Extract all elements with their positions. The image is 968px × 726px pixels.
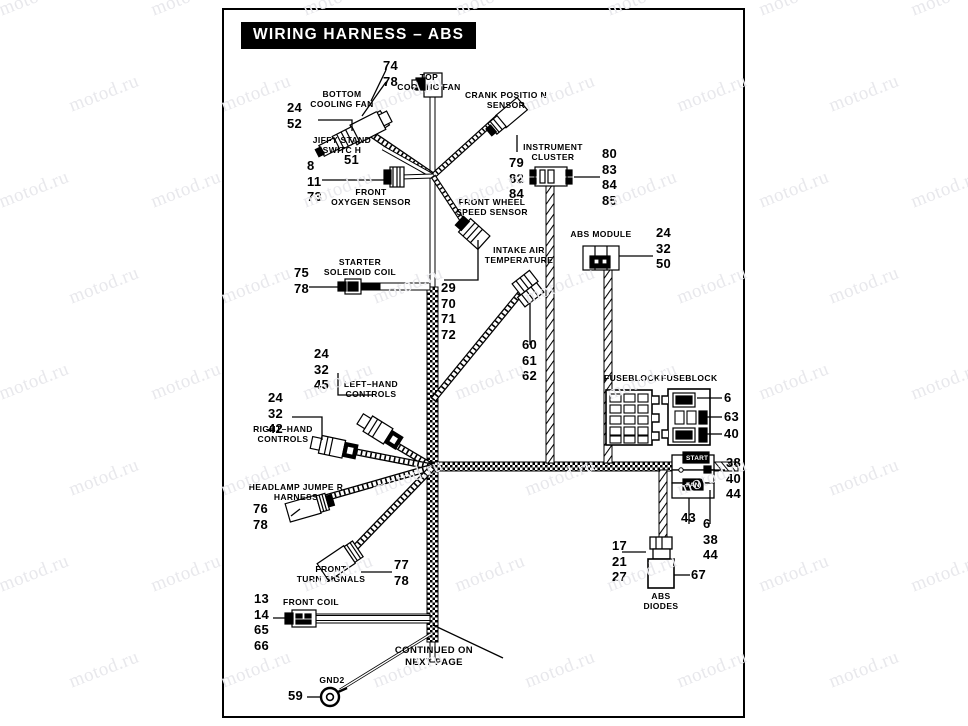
callout-crank-position-sensor: 79 82 84 [509, 155, 525, 201]
callout-abs-module: 24 32 50 [656, 225, 672, 271]
label-bottom-cooling-fan: BOTTOM COOLING FAN [310, 89, 374, 109]
callout-front-oxygen-sensor: 8 11 73 [307, 158, 323, 204]
label-fuseblock-right: FUSEBLOCK [661, 373, 718, 383]
harness-branch-ground-gnd2 [339, 632, 432, 692]
terminal-ground-gnd2 [319, 686, 348, 708]
harness-branch-crank-position-sensor [430, 115, 500, 179]
label-left-hand-controls: LEFT–HAND CONTROLS [343, 379, 399, 399]
callout-front-wheel-speed-sensor: 29 70 71 72 [441, 280, 457, 342]
callout-front-coil: 13 14 65 66 [254, 591, 270, 653]
leader-front-wheel-speed-sensor [444, 240, 479, 281]
callout-instrument-cluster: 80 83 84 85 [602, 146, 618, 208]
callout-fuseblock-bottom: 40 [724, 426, 740, 441]
label-abs-diodes: ABS DIODES [643, 591, 679, 611]
component-relay-block [671, 451, 715, 499]
leader-right-hand-controls [292, 416, 323, 440]
label-crank-position-sensor: CRANK POSITIO N SENSOR [464, 90, 548, 110]
callout-abs-diodes-right: 67 [691, 567, 707, 582]
callout-ground-gnd2: 59 [288, 688, 304, 703]
label-jiffy-stand-switch: JIFFY STAND SWITC H [312, 135, 372, 155]
callout-starter-solenoid-coil: 75 78 [294, 265, 310, 296]
callout-intake-air-temperature: 60 61 62 [522, 337, 538, 383]
label-front-oxygen-sensor: FRONT OXYGEN SENSOR [331, 187, 411, 207]
callout-top-cooling-fan: 74 78 [383, 58, 399, 89]
label-right-hand-controls: RIGHT–HAND CONTROLS [253, 424, 313, 444]
diagram-frame [222, 8, 745, 718]
connector-left-hand-controls [356, 412, 404, 451]
leader-continued-next-page [432, 624, 504, 659]
label-front-coil: FRONT COIL [283, 597, 339, 607]
label-headlamp-jumper-harness: HEADLAMP JUMPE R HARNESS [248, 482, 344, 502]
component-fuseblock-right [661, 388, 711, 446]
callout-fuseblock-top: 6 [724, 390, 732, 405]
harness-branch-instrument-cluster [545, 184, 555, 464]
harness-branch-jiffy-stand-switch [381, 145, 435, 179]
page-title: WIRING HARNESS – ABS [241, 22, 477, 49]
label-starter-solenoid-coil: STARTER SOLENOID COIL [323, 257, 397, 277]
label-intake-air-temperature: INTAKE AIR TEMPERATURE [484, 245, 554, 265]
connector-crank-position-sensor [485, 96, 529, 137]
callout-relay-block: 38 40 44 [726, 455, 742, 501]
connector-front-oxygen-sensor [383, 166, 405, 188]
harness-branch-intake-air-temperature [430, 287, 526, 403]
harness-branch-fuseblock [658, 469, 668, 543]
label-top-cooling-fan: TOP COOLING FAN [397, 72, 461, 92]
callout-abs-diodes-left: 17 21 27 [612, 538, 628, 584]
connector-front-turn-signals [316, 540, 364, 582]
callout-fuseblock-mid: 63 [724, 409, 740, 424]
label-front-turn-signals: FRONT TURN SIGNALS [296, 564, 366, 584]
leader-top-cooling-fan [361, 69, 387, 117]
leader-jiffy-stand-switch [318, 119, 353, 131]
callout-front-turn-signals: 77 78 [394, 557, 410, 588]
leader-left-hand-controls [337, 373, 372, 396]
connector-headlamp-jumper-harness [284, 492, 336, 523]
harness-branch-front-turn-signals [346, 464, 436, 557]
connector-top-cooling-fan [411, 72, 443, 98]
label-start-relay: START [686, 455, 709, 462]
label-continued-next-page: CONTINUED ON NEXT PAGE [394, 645, 474, 668]
component-fuseblock-left [605, 389, 660, 446]
callout-jiffy-stand-switch: 24 52 [287, 100, 303, 131]
label-abs-module: ABS MODULE [570, 229, 632, 239]
callout-fan-relay: 6 38 44 [703, 516, 719, 562]
connector-intake-air-temperature [511, 269, 545, 308]
callout-headlamp-jumper-harness: 76 78 [253, 501, 269, 532]
callout-bottom-cooling-fan: 51 [344, 152, 360, 167]
connector-jiffy-stand-switch [314, 110, 393, 158]
callout-right-hand-controls: 24 32 42 [268, 390, 284, 436]
label-ground-gnd2: GND2 [319, 675, 345, 685]
label-fan-relay: FAN [686, 482, 700, 489]
leader-headlamp-jumper [290, 508, 301, 517]
callout-relay-base: 43 [681, 510, 697, 525]
connector-right-hand-controls [309, 434, 359, 460]
connector-front-wheel-speed-sensor [454, 215, 491, 251]
callout-left-hand-controls: 24 32 45 [314, 346, 330, 392]
harness-branch-front-coil [309, 613, 431, 624]
label-instrument-cluster: INSTRUMENT CLUSTER [523, 142, 583, 162]
harness-branch-headlamp-jumper-harness [317, 463, 434, 504]
label-fuseblock-left: FUSEBLOCK [604, 373, 661, 383]
connector-instrument-cluster [529, 166, 573, 187]
connector-abs-module [582, 245, 620, 271]
harness-branch-front-oxygen-sensor [400, 173, 434, 180]
label-front-wheel-speed-sensor: FRONT WHEEL SPEED SENSOR [456, 197, 528, 217]
component-abs-diodes [647, 536, 675, 589]
